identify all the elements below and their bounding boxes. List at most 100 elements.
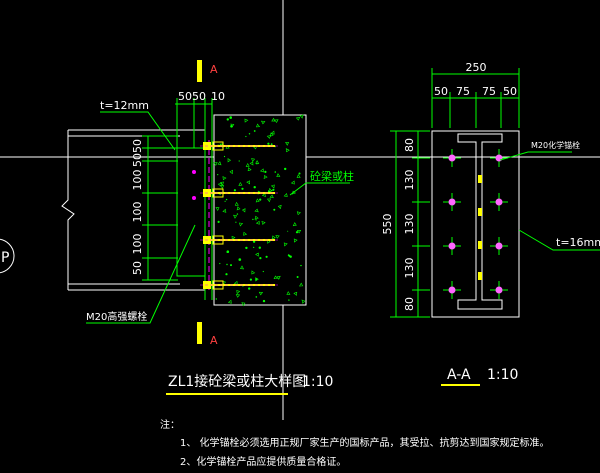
concrete-speck	[241, 187, 244, 190]
note-2: 2、化学锚栓产品应提供质量合格证。	[180, 455, 346, 468]
right-top-dim-4: 50	[503, 85, 517, 98]
concrete-speck	[215, 298, 217, 300]
concrete-speck	[296, 276, 299, 278]
concrete-aggregate	[276, 173, 281, 177]
concrete-aggregate	[247, 167, 252, 172]
concrete-speck	[248, 287, 251, 290]
note-1: 1、 化学锚栓必须选用正规厂家生产的国标产品，其受拉、抗剪达到国家规定标准。	[180, 436, 550, 449]
concrete-aggregate	[271, 235, 276, 240]
dim-left-1: 50	[131, 139, 144, 153]
dim-left-5: 100	[131, 234, 144, 255]
concrete-aggregate	[255, 198, 260, 203]
bolt-label-right: M20化学锚栓	[531, 140, 580, 150]
concrete-aggregate	[255, 252, 259, 257]
concrete-aggregate	[215, 207, 220, 212]
concrete-aggregate	[241, 208, 246, 213]
concrete-speck	[255, 219, 257, 221]
concrete-aggregate	[238, 181, 243, 186]
concrete-aggregate	[236, 290, 241, 295]
concrete-leader	[289, 182, 350, 196]
concrete-aggregate	[261, 193, 266, 197]
top-dim-chain	[175, 98, 213, 148]
concrete-aggregate	[269, 194, 274, 199]
section-mark-bottom	[197, 322, 202, 344]
concrete-aggregate	[236, 206, 241, 211]
concrete-speck	[229, 116, 232, 119]
bolt-hole	[448, 154, 456, 162]
section-title: A-A	[447, 367, 471, 383]
concrete-aggregate	[290, 180, 295, 185]
concrete-speck	[300, 264, 302, 267]
concrete-aggregate	[286, 291, 291, 295]
concrete-aggregate	[230, 123, 235, 128]
concrete-speck	[253, 186, 256, 189]
section-letter-bottom: A	[210, 334, 218, 347]
concrete-aggregate	[213, 162, 218, 166]
concrete-speck	[238, 258, 242, 261]
bolt-hole	[495, 198, 503, 206]
concrete-speck	[217, 220, 220, 223]
right-top-dim-2: 75	[456, 85, 470, 98]
concrete-aggregate	[292, 222, 297, 227]
concrete-speck	[219, 262, 221, 265]
concrete-speck	[245, 135, 247, 138]
concrete-speck	[225, 273, 228, 276]
concrete-aggregate	[229, 169, 233, 175]
concrete-aggregate	[234, 201, 239, 206]
concrete-speck	[226, 118, 229, 121]
concrete-aggregate	[277, 204, 282, 210]
concrete-aggregate	[273, 275, 278, 280]
right-top-dims	[431, 68, 520, 128]
concrete-speck	[245, 246, 248, 250]
concrete-aggregate	[254, 215, 259, 220]
dim-top-1: 50	[178, 90, 192, 103]
concrete-speck	[224, 200, 226, 202]
concrete-speck	[230, 264, 232, 267]
right-total-width: 250	[466, 61, 487, 74]
bolt-leader-left	[86, 224, 196, 324]
concrete-speck	[226, 250, 230, 253]
concrete-label: 砼梁或柱	[310, 169, 354, 183]
bolt-hole	[495, 154, 503, 162]
concrete-aggregate	[285, 148, 290, 153]
concrete-aggregate	[239, 222, 244, 227]
concrete-aggregate	[241, 302, 246, 307]
concrete-aggregate	[249, 161, 254, 166]
concrete-aggregate	[243, 231, 248, 236]
concrete-speck	[262, 270, 264, 273]
anchor-plate	[431, 130, 520, 318]
bolt-hole	[495, 286, 503, 294]
i-section	[457, 133, 503, 310]
concrete-speck	[265, 255, 268, 258]
notes-heading: 注：	[160, 418, 180, 431]
concrete-speck	[255, 296, 258, 298]
concrete-aggregate	[219, 181, 224, 186]
plate-thickness-right-leader	[518, 229, 600, 251]
bolt-hole	[495, 242, 503, 250]
concrete-speck	[253, 246, 255, 248]
concrete-speck	[288, 255, 291, 257]
concrete-aggregate	[276, 275, 281, 280]
concrete-aggregate	[263, 174, 268, 180]
concrete-aggregate	[217, 161, 222, 166]
concrete-block	[213, 114, 307, 307]
plate-thickness-label: t=12mm	[100, 99, 149, 112]
concrete-aggregate	[217, 182, 223, 187]
concrete-aggregate	[299, 114, 304, 119]
concrete-aggregate	[220, 185, 225, 189]
concrete-speck	[264, 170, 267, 173]
plate-thickness-leader	[100, 111, 176, 151]
concrete-speck	[272, 188, 275, 191]
section-letter-top: A	[210, 63, 218, 76]
concrete-speck	[225, 198, 228, 201]
main-title-scale: 1:10	[302, 374, 333, 390]
bolt-hole	[448, 286, 456, 294]
concrete-speck	[252, 240, 256, 243]
concrete-speck	[236, 213, 239, 215]
concrete-aggregate	[283, 242, 288, 247]
concrete-aggregate	[255, 220, 260, 225]
concrete-aggregate	[233, 280, 238, 285]
concrete-aggregate	[255, 277, 259, 282]
concrete-speck	[259, 257, 262, 260]
concrete-aggregate	[227, 299, 232, 304]
